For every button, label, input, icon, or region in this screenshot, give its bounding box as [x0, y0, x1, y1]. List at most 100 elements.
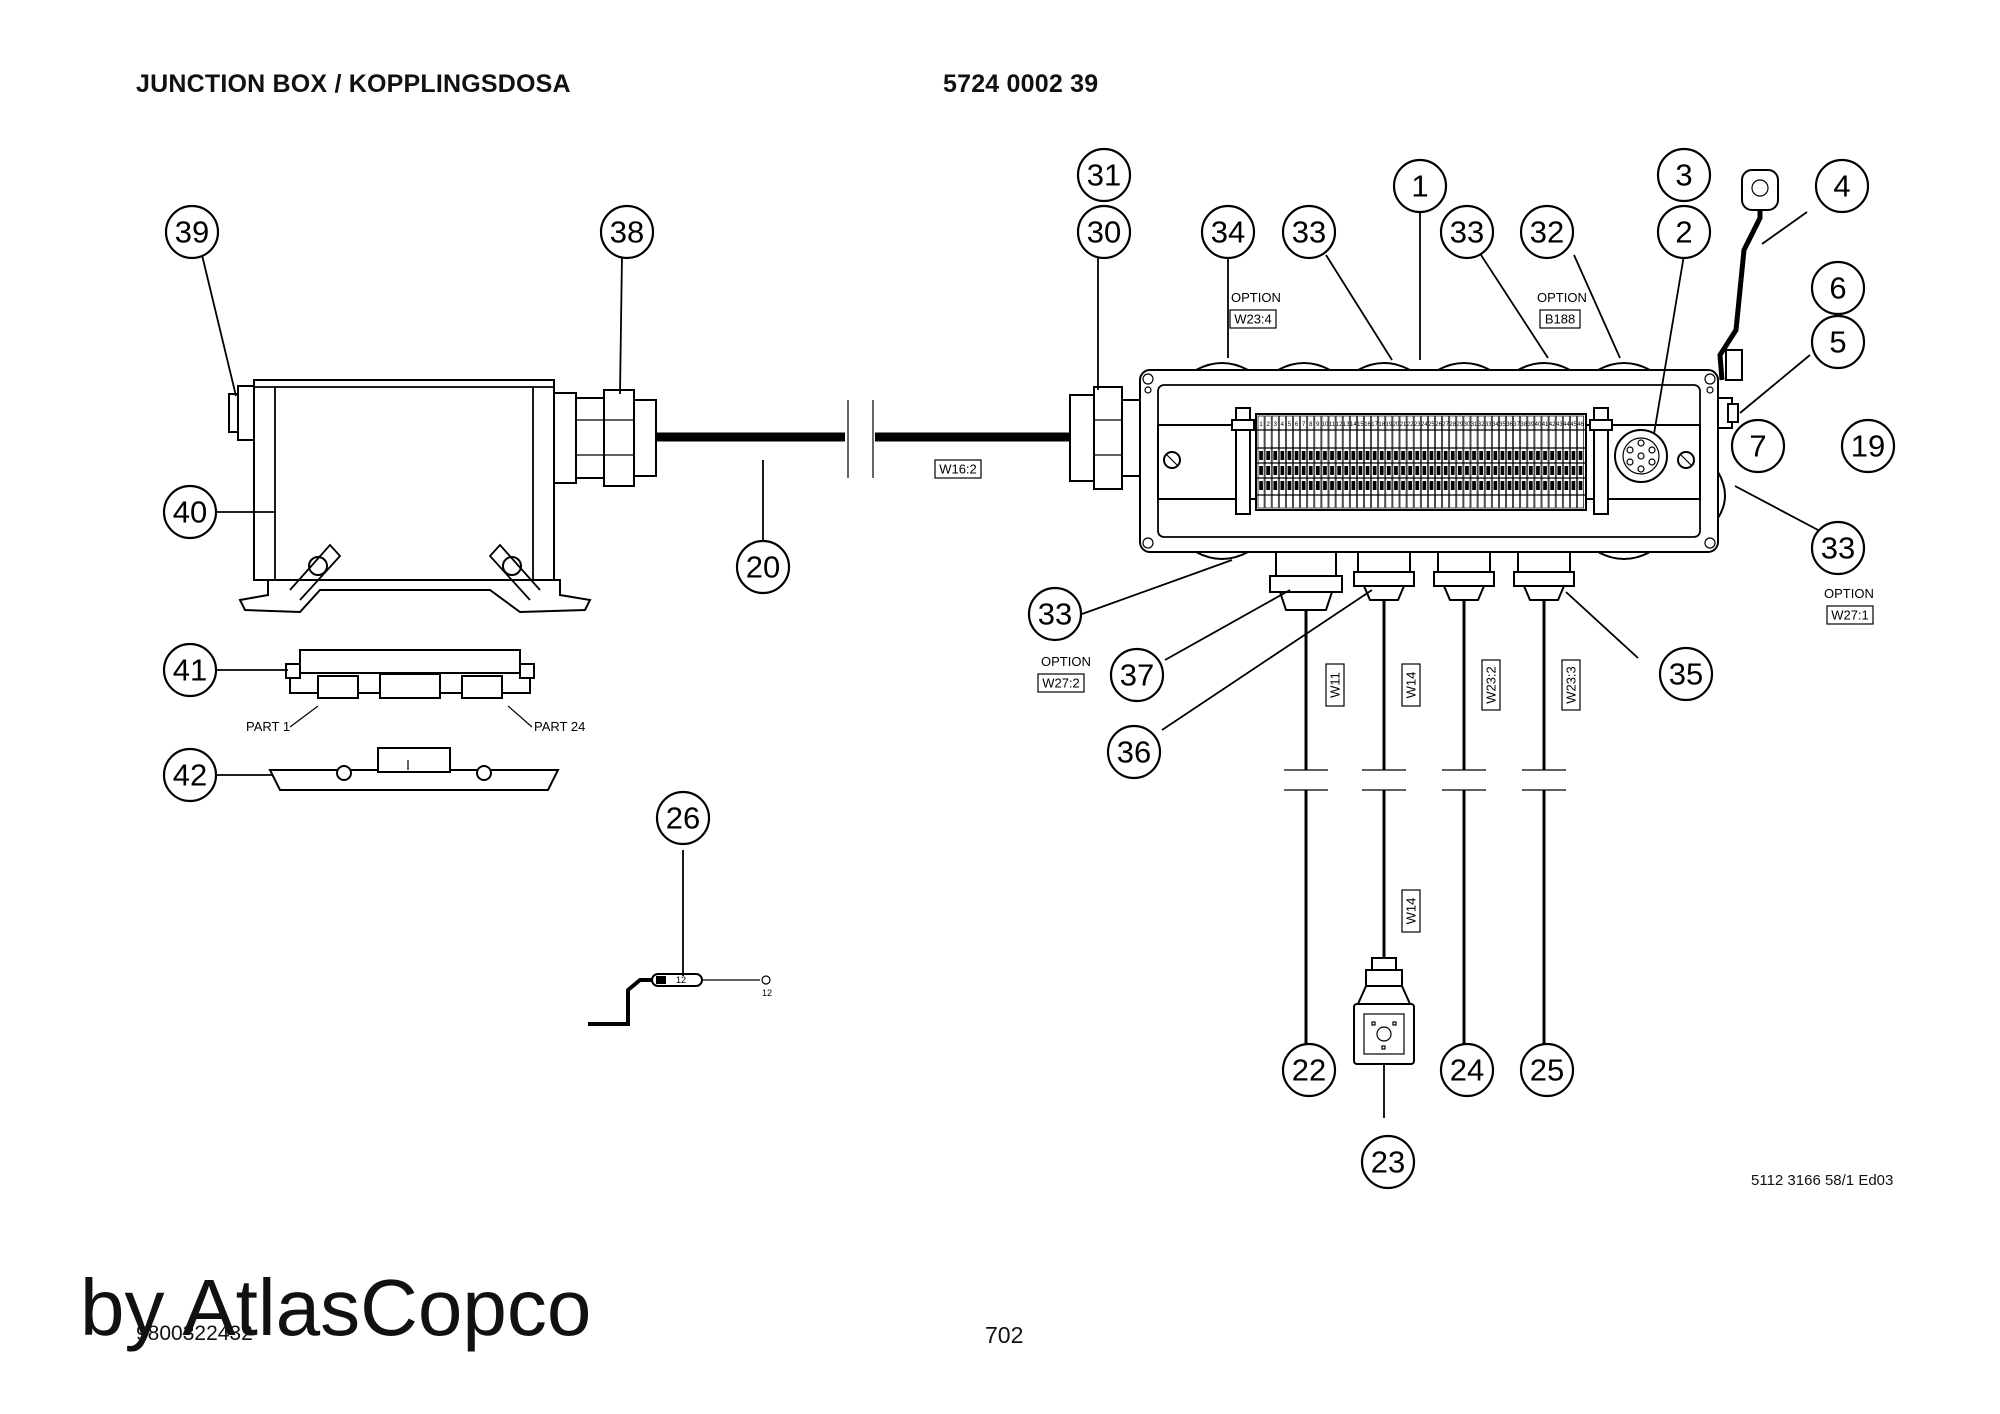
balloon-26: 26 [666, 801, 700, 836]
terminal-screw [1387, 466, 1391, 475]
output-cables [1284, 600, 1566, 1050]
balloon-33: 33 [1038, 597, 1072, 632]
terminal-number: 15 [1357, 422, 1364, 428]
terminal-screw [1436, 451, 1441, 460]
terminal-number: 9 [1316, 422, 1320, 428]
terminal-screw [1571, 481, 1576, 490]
terminal-number: 22 [1407, 422, 1414, 428]
terminal-number: 25 [1428, 422, 1435, 428]
terminal-screw [1514, 451, 1519, 460]
terminal-cell [1491, 415, 1499, 509]
terminal-cell [1420, 415, 1428, 509]
balloon-19: 19 [1851, 429, 1885, 464]
terminal-screw [1294, 481, 1299, 490]
terminal-number: 14 [1350, 422, 1357, 428]
terminal-number: 35 [1499, 422, 1506, 428]
terminal-screw [1372, 466, 1377, 475]
terminal-screw [1308, 466, 1313, 475]
terminal-screw [1308, 481, 1313, 490]
balloon-22: 22 [1292, 1053, 1326, 1088]
terminal-screw [1465, 466, 1469, 475]
bottom-glands [1269, 551, 1575, 611]
terminal-screw [1514, 481, 1519, 490]
tag-w23-4: W23:4 [1234, 312, 1272, 327]
balloon-41: 41 [173, 653, 207, 688]
terminal-screw [1500, 466, 1505, 475]
terminal-screw [1379, 466, 1384, 475]
terminal-screw [1443, 466, 1448, 475]
terminal-screw [1578, 451, 1583, 460]
terminal-number: 30 [1464, 422, 1471, 428]
terminal-number: 12 [1336, 422, 1343, 428]
terminal-screw [1472, 481, 1476, 490]
terminal-screw [1273, 466, 1278, 475]
terminal-cell [1314, 415, 1322, 509]
terminal-number: 46 [1577, 422, 1584, 428]
terminal-number: 33 [1485, 422, 1492, 428]
terminal-number: 11 [1329, 422, 1336, 428]
terminal-screw [1323, 466, 1327, 475]
part-1-label: PART 1 [246, 719, 290, 734]
page-title: JUNCTION BOX / KOPPLINGSDOSA [136, 70, 571, 98]
terminal-screw [1514, 466, 1519, 475]
balloon-42: 42 [173, 758, 207, 793]
terminal-screw [1337, 466, 1341, 475]
tag-w23-3: W23:3 [1564, 666, 1579, 704]
balloon-5: 5 [1829, 325, 1846, 360]
balloon-4: 4 [1833, 169, 1850, 204]
terminal-cell [1456, 415, 1464, 509]
balloon-1: 1 [1411, 169, 1428, 204]
terminal-screw [1507, 451, 1512, 460]
terminal-cell [1541, 415, 1549, 509]
terminal-screw [1536, 481, 1540, 490]
terminal-number: 1 [1259, 422, 1263, 428]
terminal-number: 42 [1549, 422, 1556, 428]
terminal-screw [1259, 466, 1263, 475]
terminal-screw [1458, 466, 1462, 475]
terminal-screw [1443, 481, 1448, 490]
terminal-screw [1536, 451, 1540, 460]
terminal-screw [1358, 451, 1363, 460]
terminal-screw [1458, 481, 1462, 490]
terminal-cell [1307, 415, 1315, 509]
balloon-20: 20 [746, 550, 780, 585]
terminal-cell [1413, 415, 1421, 509]
terminal-cell [1286, 415, 1293, 509]
terminal-screw [1493, 466, 1498, 475]
terminal-screw [1323, 481, 1327, 490]
terminal-screw [1401, 481, 1405, 490]
terminal-cell [1392, 415, 1400, 509]
tag-w14: W14 [1404, 898, 1419, 925]
terminal-cell [1342, 415, 1350, 509]
option-labels: OPTION W23:4 OPTION B188 OPTION W27:1 OP… [246, 290, 1874, 933]
terminal-screw [1436, 481, 1441, 490]
terminal-screw [1365, 481, 1370, 490]
terminal-screw [1422, 481, 1427, 490]
balloon-31: 31 [1087, 158, 1121, 193]
terminal-screw [1486, 481, 1491, 490]
terminal-screw [1408, 451, 1412, 460]
terminal-screw [1450, 466, 1455, 475]
terminal-screw [1465, 481, 1469, 490]
terminal-cell [1257, 415, 1265, 509]
terminal-screw [1259, 451, 1263, 460]
terminal-number: 10 [1322, 422, 1329, 428]
terminal-screw [1557, 466, 1562, 475]
terminal-screw [1564, 481, 1569, 490]
terminal-screw [1330, 481, 1334, 490]
terminal-screw [1415, 481, 1420, 490]
terminal-screw [1543, 481, 1547, 490]
terminal-cell [1406, 415, 1414, 509]
terminal-number: 4 [1281, 422, 1285, 428]
terminal-screw [1429, 466, 1434, 475]
terminal-number: 5 [1288, 422, 1292, 428]
terminal-screw [1394, 451, 1398, 460]
terminal-cell [1428, 415, 1435, 509]
part-24-label: PART 24 [534, 719, 585, 734]
terminal-screw [1550, 451, 1554, 460]
terminal-screw [1422, 451, 1427, 460]
terminal-cell [1506, 415, 1513, 509]
housing-base [268, 747, 560, 791]
terminal-screw [1479, 466, 1483, 475]
